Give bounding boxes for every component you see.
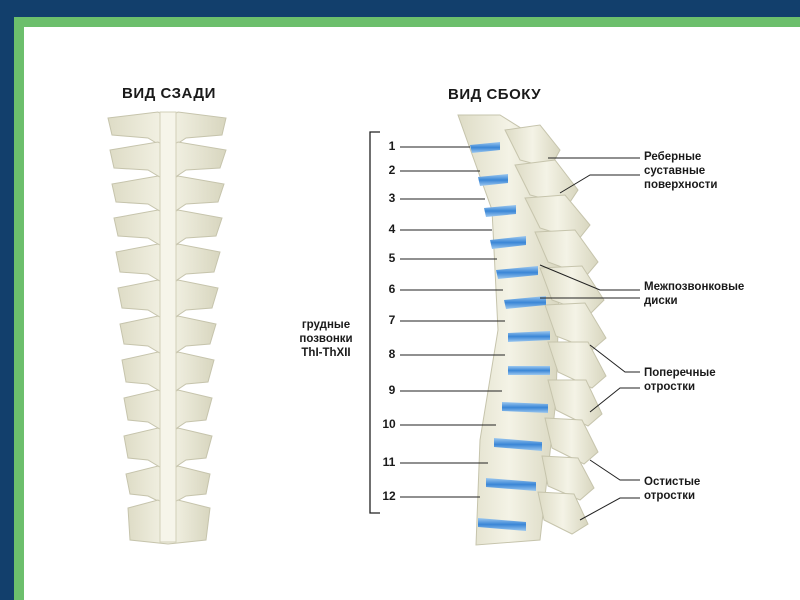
vertebra-number-5: 5: [388, 251, 396, 265]
transverse-line-1: Поперечные: [644, 367, 716, 379]
side-view-spine: [457, 114, 607, 546]
spinous-line-1: Остистые: [644, 476, 701, 488]
side-view-title: ВИД СБОКУ: [448, 86, 542, 103]
group-label-line-3: ThI-ThXII: [301, 347, 351, 359]
vertebra-number-11: 11: [382, 455, 396, 469]
group-label-line-1: грудные: [301, 319, 351, 331]
vertebra-number-9: 9: [388, 383, 396, 397]
discs-line-2: диски: [644, 295, 678, 307]
rib-facets-line-2: суставные: [644, 165, 706, 177]
annotation-discs: Межпозвонковые диски: [644, 280, 744, 308]
annotation-transverse-processes: Поперечные отростки: [644, 366, 716, 394]
rib-facets-line-1: Реберные: [644, 151, 702, 163]
thoracic-group-label: грудные позвонки ThI-ThXII: [294, 318, 358, 360]
vertebra-number-4: 4: [388, 222, 396, 236]
thoracic-bracket: [369, 131, 380, 514]
vertebra-number-6: 6: [388, 282, 396, 296]
vertebra-number-7: 7: [388, 313, 396, 327]
annotation-spinous-processes: Остистые отростки: [644, 475, 700, 503]
back-view-spine: [107, 111, 227, 545]
vertebra-number-12: 12: [382, 489, 396, 503]
rib-facets-line-3: поверхности: [644, 179, 718, 191]
spinous-line-2: отростки: [644, 490, 696, 502]
vertebra-number-10: 10: [382, 417, 396, 431]
transverse-line-2: отростки: [644, 381, 696, 393]
annotation-rib-facets: Реберные суставные поверхности: [644, 150, 717, 192]
discs-line-1: Межпозвонковые: [644, 281, 745, 293]
number-leader-lines: [400, 146, 505, 498]
group-label-line-2: позвонки: [299, 333, 353, 345]
vertebra-number-2: 2: [388, 163, 396, 177]
annotation-leader-lines: [539, 157, 640, 521]
vertebra-number-1: 1: [388, 139, 396, 153]
vertebra-number-3: 3: [388, 191, 396, 205]
back-view-title: ВИД СЗАДИ: [122, 85, 216, 102]
vertebra-number-8: 8: [388, 347, 396, 361]
